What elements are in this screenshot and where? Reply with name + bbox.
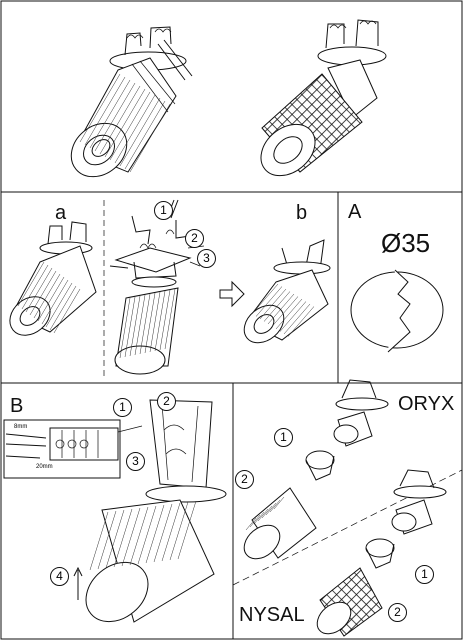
label-a: a: [55, 202, 67, 224]
variant-top-label: ORYX: [398, 393, 455, 415]
callout-b3: 3: [126, 452, 145, 471]
panel-b-spotlight: [243, 239, 331, 344]
callout-o1: 1: [274, 428, 293, 447]
callout-3: 3: [197, 249, 216, 268]
fluted-spotlight-top: [70, 26, 193, 178]
variant-bottom-label: NYSAL: [239, 604, 305, 626]
strip-length: 8mm: [14, 424, 28, 430]
variant-explosions: [243, 379, 447, 637]
callout-b1: 1: [113, 398, 132, 417]
callout-n2: 2: [388, 603, 407, 622]
panel-a-spotlight: [9, 221, 97, 336]
label-B: B: [10, 395, 24, 417]
next-arrow: [219, 280, 245, 308]
callout-n1: 1: [415, 565, 434, 584]
knurled-spotlight-top: [260, 19, 387, 177]
diameter-label: Ø35: [381, 228, 431, 258]
callout-b2: 2: [157, 392, 176, 411]
callout-2: 2: [185, 229, 204, 248]
insert-length: 20mm: [36, 464, 53, 470]
install-detail: [3, 399, 227, 623]
label-b: b: [296, 202, 308, 224]
callout-1: 1: [154, 201, 173, 220]
callout-b4: 4: [50, 567, 69, 586]
cutout-diagram: [350, 269, 444, 353]
callout-o2: 2: [235, 470, 254, 489]
exploded-mount: [109, 199, 212, 375]
label-A: A: [348, 201, 362, 223]
